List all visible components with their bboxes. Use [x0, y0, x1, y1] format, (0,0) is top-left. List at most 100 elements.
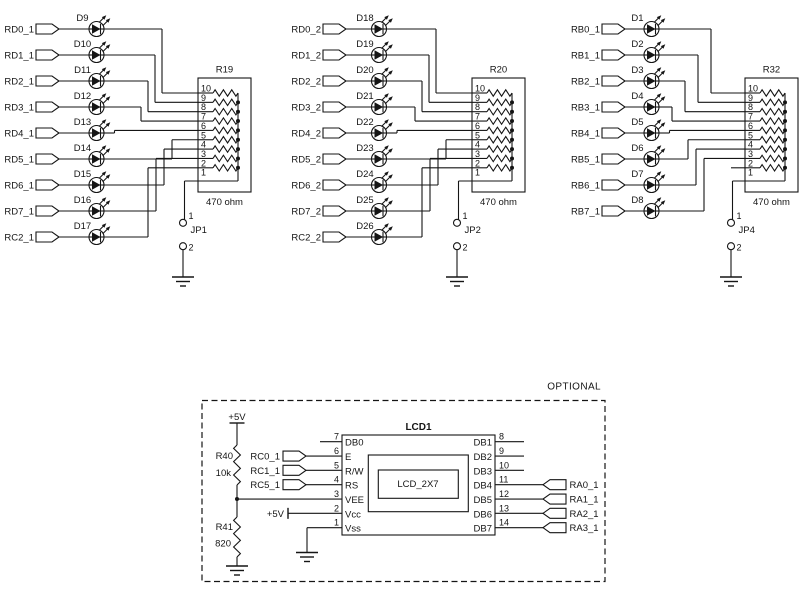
net-label: RA1_1	[570, 495, 599, 506]
led-triangle	[374, 128, 383, 138]
ic-pin-name: DB5	[474, 495, 492, 506]
led-arrow-head	[656, 15, 662, 20]
resistor-value-label: 820	[215, 539, 231, 550]
input-connector	[601, 179, 626, 191]
led-arrow-head	[101, 15, 107, 20]
net-label: RB5_1	[571, 155, 600, 166]
net-label: RD5_2	[291, 155, 321, 166]
ground-symbol	[226, 565, 248, 576]
resistor-pin-number: 6	[475, 121, 480, 131]
resistor-zigzag	[759, 154, 786, 163]
lcd-display-inner	[377, 469, 459, 499]
ic-pin-number: 14	[499, 518, 509, 528]
led-row: RB5_1D6	[571, 139, 745, 168]
ic-pin-name: DB4	[474, 481, 492, 492]
led-arrow-head	[105, 18, 111, 23]
ic-pin-name: RS	[345, 481, 358, 492]
ground-symbol	[172, 276, 194, 287]
lcd-ref-label: LCD1	[405, 422, 432, 433]
input-connector	[35, 127, 60, 139]
ic-pin-name: VEE	[345, 495, 364, 506]
input-connector	[322, 231, 347, 243]
led-arrow-head	[660, 200, 666, 205]
led-triangle	[374, 102, 383, 112]
optional-section-label: OPTIONAL	[547, 382, 601, 393]
jumper-ref-label: JP2	[465, 225, 481, 236]
led-triangle	[374, 180, 383, 190]
led-arrow-head	[101, 41, 107, 46]
input-connector	[282, 450, 307, 462]
led-symbol	[370, 171, 393, 194]
led-ref-label: D5	[631, 117, 643, 128]
led-ref-label: D1	[631, 13, 643, 24]
led-arrow-head	[388, 18, 393, 23]
led-arrow-head	[388, 226, 393, 231]
led-symbol	[88, 119, 111, 142]
led-triangle	[647, 76, 656, 86]
ic-pin-name: E	[345, 452, 351, 463]
jumper-pin-number: 2	[463, 243, 468, 253]
led-arrow-head	[388, 96, 393, 101]
input-connector	[322, 23, 347, 35]
led-triangle	[647, 128, 656, 138]
led-arrow-head	[105, 148, 111, 153]
input-connector	[601, 75, 626, 87]
led-symbol	[643, 145, 666, 168]
resistor-zigzag	[486, 154, 513, 163]
jumper-pin-number: 2	[737, 243, 742, 253]
led-arrow-head	[101, 119, 107, 124]
lcd-ic: LCD1LCD_2X77DB06ERC0_15R/WRC1_14RSRC5_13…	[237, 422, 599, 563]
led-arrow-head	[388, 122, 393, 127]
led-arrow-head	[105, 96, 111, 101]
ic-pin-name: DB1	[474, 438, 492, 449]
led-arrow-head	[660, 70, 666, 75]
ic-pin-number: 1	[334, 518, 339, 528]
led-triangle	[92, 76, 101, 86]
led-triangle	[647, 102, 656, 112]
led-symbol	[643, 15, 666, 38]
input-connector	[601, 49, 626, 61]
resistor-pin-number: 10	[475, 84, 485, 94]
resistor-pin-number: 1	[748, 168, 753, 178]
net-label: RD2_1	[4, 77, 34, 88]
net-label: RB6_1	[571, 181, 600, 192]
led-arrow-head	[656, 197, 662, 202]
net-label: RD1_2	[291, 51, 321, 62]
led-arrow-head	[660, 18, 666, 23]
jumper-pin-2	[726, 242, 736, 251]
resistor-pin-number: 4	[748, 140, 753, 150]
led-arrow-head	[101, 197, 107, 202]
net-label: RD0_1	[4, 25, 34, 36]
led-arrow-head	[660, 174, 666, 179]
led-row: RB1_1D2	[571, 39, 745, 103]
input-connector	[322, 127, 347, 139]
resistor-zigzag	[212, 144, 239, 154]
net-label: RB1_1	[571, 51, 600, 62]
led-symbol	[370, 93, 393, 116]
resistor-zigzag	[759, 126, 786, 135]
resistor-pin-number: 4	[201, 140, 206, 150]
resistor-pin-number: 8	[748, 102, 753, 112]
resistor-pin-number: 3	[748, 149, 753, 159]
jumper-pin-2	[452, 242, 462, 251]
ic-pin-name: Vcc	[345, 509, 361, 520]
resistor-zigzag	[212, 98, 239, 107]
ic-pin-number: 9	[499, 446, 504, 456]
led-bank-1: RD0_1D9RD1_1D10RD2_1D11RD3_1D12RD4_1D13R…	[4, 13, 252, 287]
resistor-value-label: 10k	[216, 468, 232, 479]
led-arrow-head	[101, 223, 107, 228]
input-connector	[35, 49, 60, 61]
